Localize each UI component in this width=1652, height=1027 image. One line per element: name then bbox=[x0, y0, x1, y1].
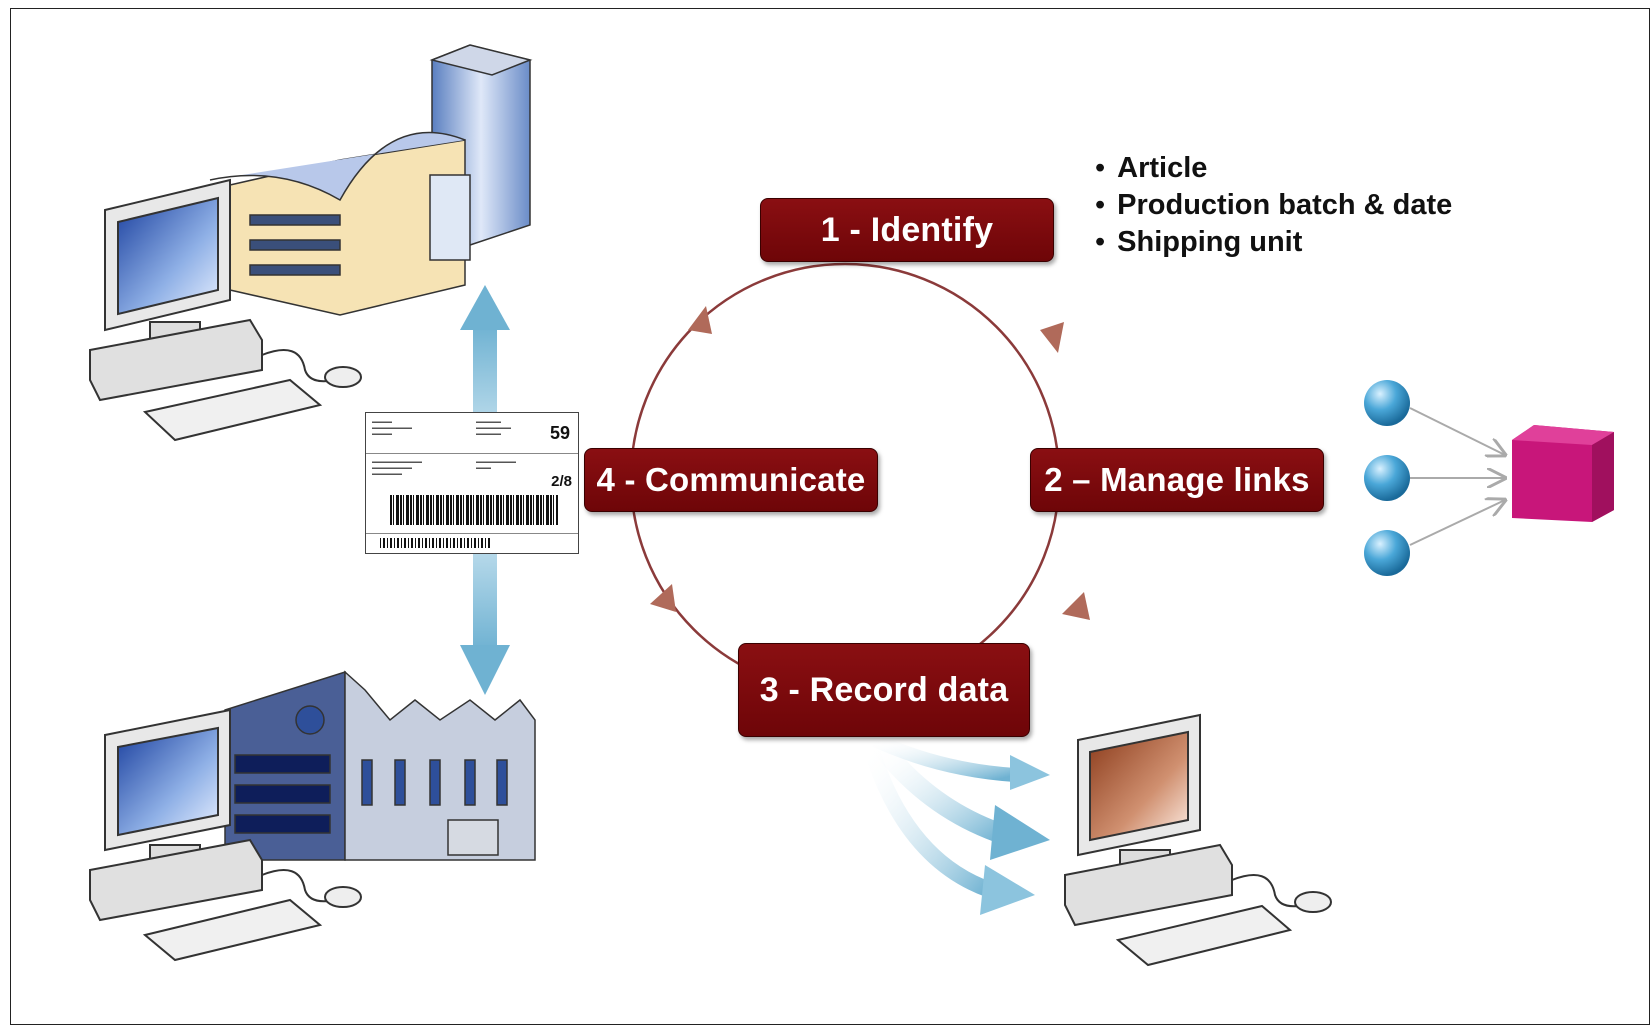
bullet-item: Article bbox=[1095, 150, 1452, 187]
product-cube-icon bbox=[1512, 425, 1614, 522]
label-text-block: ▬▬▬▬▬▬▬▬▬▬▬▬▬▬▬▬▬ bbox=[476, 419, 511, 437]
label-divider bbox=[366, 453, 578, 454]
shipping-label-icon: ▬▬▬▬▬▬▬▬▬▬▬▬ ▬▬▬▬ ▬▬▬▬▬▬▬▬▬▬▬▬▬▬▬▬▬ 59 ▬… bbox=[365, 412, 579, 554]
cycle-arrowhead-icon bbox=[688, 306, 712, 334]
data-flow-arrows-icon bbox=[862, 733, 1050, 915]
barcode-icon bbox=[390, 495, 558, 525]
desktop-computer-icon bbox=[89, 178, 362, 442]
label-fraction: 2/8 bbox=[551, 473, 572, 490]
label-text-block: ▬▬▬▬▬▬▬▬▬▬▬▬▬▬▬▬▬▬▬▬▬▬▬▬ bbox=[372, 459, 422, 477]
cycle-arrowhead-icon bbox=[650, 584, 676, 612]
label-text-block: ▬▬▬▬▬▬▬▬▬▬▬▬ ▬▬▬▬ bbox=[372, 419, 412, 437]
label-text-block: ▬▬▬▬▬▬▬▬▬▬▬ bbox=[476, 459, 516, 471]
step-communicate: 4 - Communicate bbox=[584, 448, 878, 512]
link-diagram bbox=[1364, 380, 1614, 576]
link-node-icon bbox=[1364, 380, 1410, 426]
label-divider bbox=[366, 533, 578, 534]
factory-building-icon bbox=[224, 670, 536, 861]
label-number: 59 bbox=[549, 423, 570, 443]
cycle-arrowhead-icon bbox=[1040, 322, 1064, 353]
bullet-item: Production batch & date bbox=[1095, 187, 1452, 224]
cycle-arrowhead-icon bbox=[1062, 592, 1090, 620]
desktop-computer-icon bbox=[1064, 713, 1332, 967]
head-office-building-icon bbox=[209, 44, 533, 316]
step-manage-links: 2 – Manage links bbox=[1030, 448, 1324, 512]
bullet-item: Shipping unit bbox=[1095, 224, 1452, 261]
link-node-icon bbox=[1364, 530, 1410, 576]
desktop-computer-icon bbox=[89, 708, 362, 962]
identify-bullet-list: Article Production batch & date Shipping… bbox=[1095, 150, 1452, 261]
link-node-icon bbox=[1364, 455, 1410, 501]
step-identify: 1 - Identify bbox=[760, 198, 1054, 262]
step-record-data: 3 - Record data bbox=[738, 643, 1030, 737]
small-barcode-icon bbox=[380, 538, 490, 548]
